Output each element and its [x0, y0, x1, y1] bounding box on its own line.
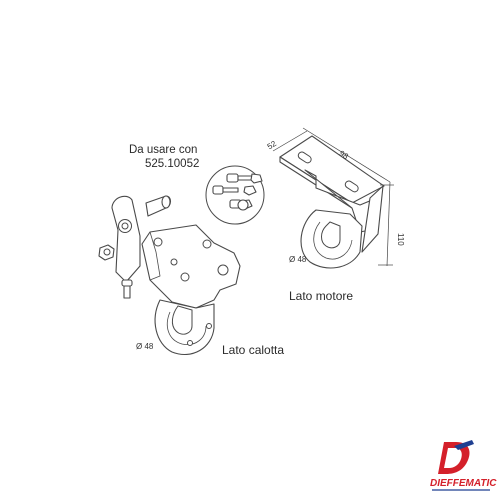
dimension-lines	[272, 127, 394, 267]
nut-icon	[237, 199, 249, 211]
logo-wordmark: DIEFFEMATIC	[430, 478, 497, 489]
bolt-icon	[121, 279, 133, 299]
screw-kit	[205, 165, 265, 225]
dim-height: 110	[396, 233, 405, 246]
diam-motore-label: Ø 48	[289, 255, 307, 264]
lato-motore-label: Lato motore	[289, 289, 353, 303]
screw-2	[212, 185, 257, 196]
dim-depth: 52	[266, 139, 279, 152]
dieffematic-logo: DIEFFEMATIC	[430, 440, 497, 491]
bracket-lato-motore	[279, 135, 385, 269]
lato-calotta-label: Lato calotta	[222, 343, 284, 357]
bracket-lato-calotta	[98, 195, 241, 356]
diam-calotta-label: Ø 48	[136, 342, 154, 351]
note-line-2: 525.10052	[145, 158, 199, 170]
note-line-1: Da usare con	[129, 144, 197, 156]
screw-1	[226, 173, 263, 184]
